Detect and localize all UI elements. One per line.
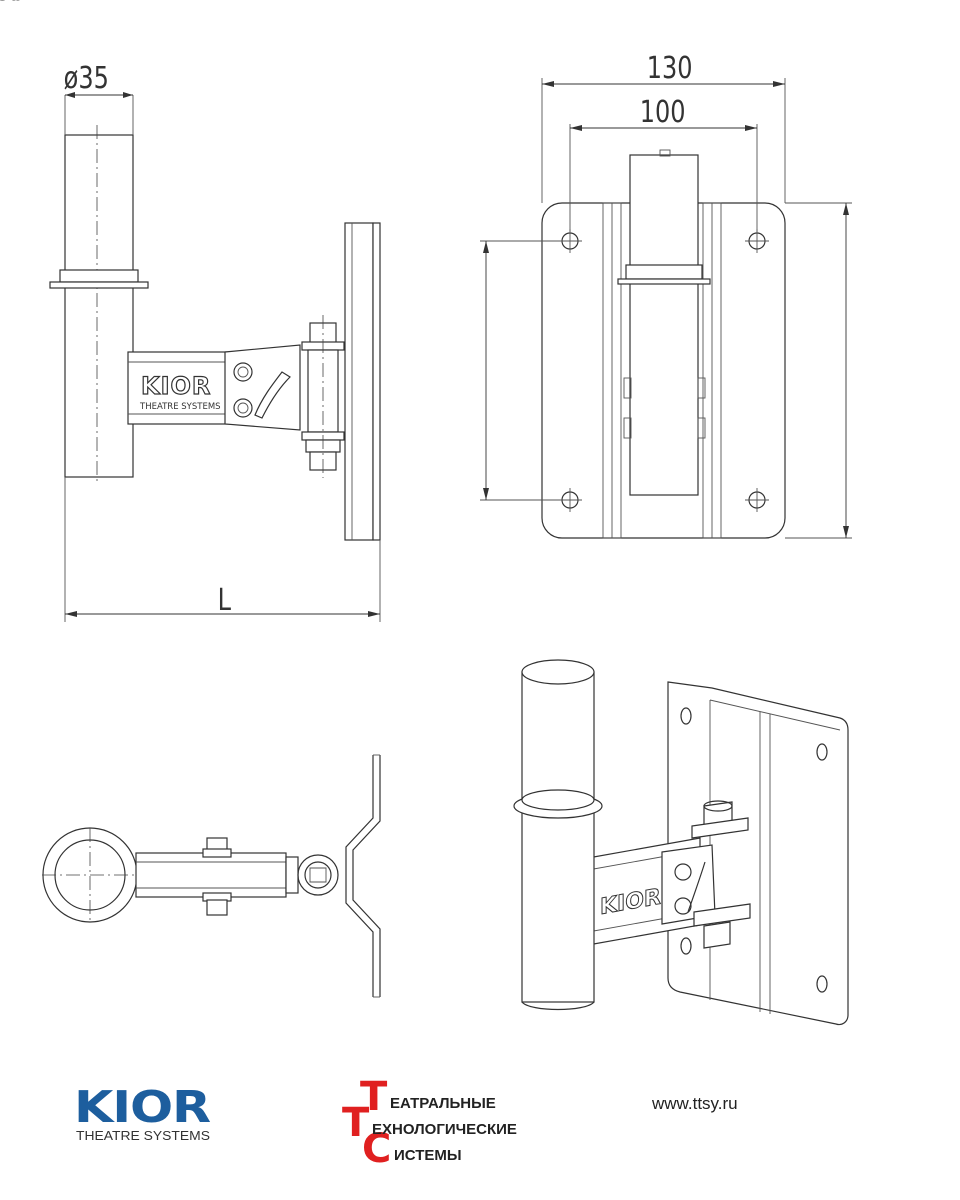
hole-spacing-label: 140	[0, 0, 22, 8]
plate-width-outer-label: 130	[647, 51, 693, 85]
svg-text:ИСТЕМЫ: ИСТЕМЫ	[394, 1147, 462, 1164]
arm-brand-mark: KIOR THEATRE SYSTEMS	[139, 371, 221, 412]
svg-text:THEATRE SYSTEMS: THEATRE SYSTEMS	[76, 1129, 210, 1143]
svg-text:Т: Т	[360, 1074, 388, 1120]
svg-text:Т: Т	[342, 1100, 370, 1146]
website-text: www.ttsy.ru	[652, 1094, 738, 1113]
front-view	[480, 78, 852, 539]
plate-height-label: 180	[0, 0, 26, 8]
ttsy-logo: Т Т С ЕАТРАЛЬНЫЕ ЕХНОЛОГИЧЕСКИЕ ИСТЕМЫ	[342, 1074, 517, 1166]
pipe-diameter-label: ø35	[64, 61, 109, 95]
kior-logo: KIOR THEATRE SYSTEMS	[74, 1082, 211, 1143]
side-view	[49, 92, 381, 622]
svg-text:KIOR: KIOR	[74, 1082, 210, 1133]
isometric-view: KIOR	[513, 659, 849, 1026]
mounting-holes	[558, 229, 769, 512]
svg-text:THEATRE SYSTEMS: THEATRE SYSTEMS	[139, 402, 221, 412]
svg-text:С: С	[362, 1126, 391, 1166]
svg-text:KIOR: KIOR	[141, 372, 211, 400]
plate-width-holes-label: 100	[640, 95, 686, 129]
length-label: L	[218, 583, 231, 617]
svg-text:ЕАТРАЛЬНЫЕ: ЕАТРАЛЬНЫЕ	[390, 1095, 496, 1112]
svg-text:ЕХНОЛОГИЧЕСКИЕ: ЕХНОЛОГИЧЕСКИЕ	[372, 1121, 517, 1138]
top-view	[42, 754, 381, 998]
